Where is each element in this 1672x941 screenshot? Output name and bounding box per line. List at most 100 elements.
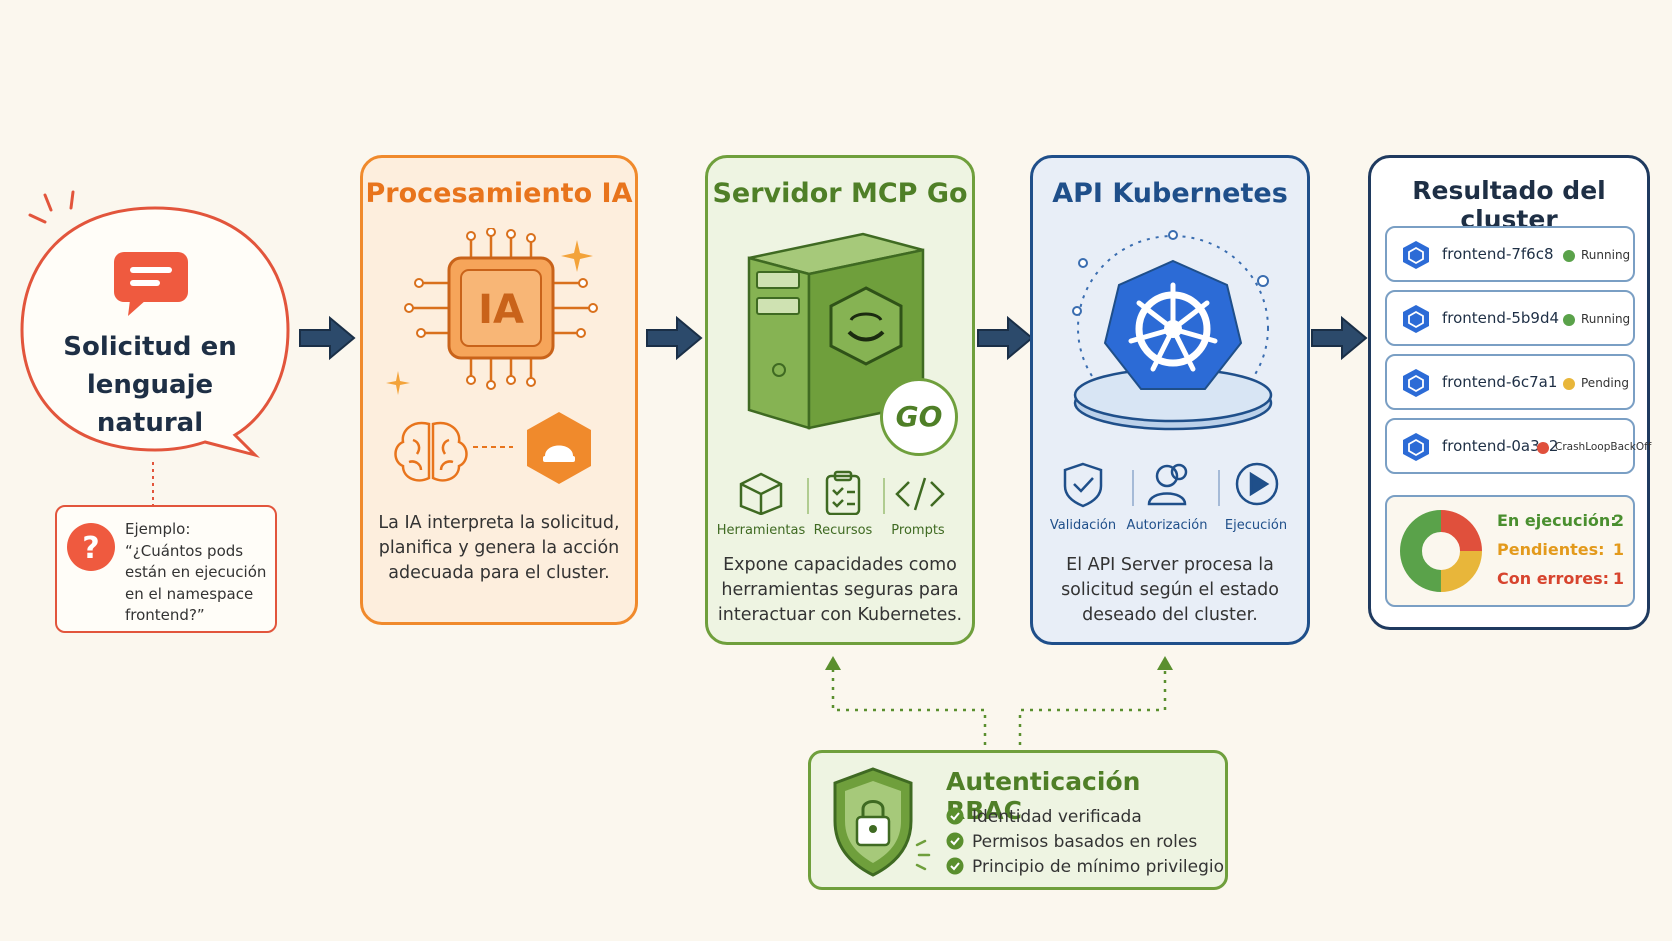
rbac-item-label: Permisos basados en roles — [972, 832, 1198, 852]
sparkle-icon — [561, 240, 593, 272]
rbac-item-label: Identidad verificada — [972, 807, 1142, 827]
pod-name: frontend-7f6c8 — [1442, 245, 1554, 263]
check-circle-icon — [946, 807, 964, 825]
pod-status-dot — [1563, 250, 1575, 262]
dashed-connector — [152, 462, 154, 510]
shield-lock-icon — [833, 767, 931, 877]
check-circle-icon — [946, 832, 964, 850]
request-title-line1: Solicitud en — [63, 332, 237, 362]
pod-name: frontend-6c7a1 — [1442, 373, 1558, 391]
status-donut-chart — [1400, 510, 1482, 592]
k8s-title: API Kubernetes — [1052, 178, 1288, 209]
pod-name: frontend-0a3e2 — [1442, 437, 1559, 455]
pod-status: Running — [1581, 312, 1631, 326]
example-line: “¿Cuántos pods — [125, 541, 244, 560]
arrow-right-icon — [299, 315, 356, 361]
summary-label: Pendientes: — [1497, 540, 1605, 559]
svg-text:?: ? — [82, 531, 99, 566]
pod-row: frontend-6c7a1 Pending — [1385, 354, 1635, 410]
pod-row: frontend-7f6c8 Running — [1385, 226, 1635, 282]
ai-chip-icon: IA — [404, 228, 598, 390]
example-line: están en ejecución — [125, 563, 267, 581]
sparkle-icon — [386, 371, 410, 395]
chip-label: IA — [478, 287, 524, 333]
example-label: Ejemplo: — [125, 520, 191, 538]
summary-row: Pendientes: 1 — [1497, 540, 1632, 559]
speech-bubble — [20, 206, 290, 458]
summary-label: Con errores: — [1497, 569, 1609, 588]
server-tower-icon — [747, 232, 925, 430]
mcp-feature-icons — [739, 470, 945, 515]
brain-icon — [394, 421, 468, 482]
rbac-item-label: Principio de mínimo privilegio — [972, 857, 1225, 877]
pod-cube-icon — [1403, 305, 1429, 333]
shield-check-icon — [1063, 462, 1103, 508]
mcp-server-card: Servidor MCP Go GO Herramientas Recursos… — [705, 155, 975, 645]
k8s-feature-icons — [1063, 462, 1279, 508]
arrow-right-icon — [977, 315, 1034, 361]
pod-status: Running — [1581, 248, 1631, 262]
example-box: ? Ejemplo: “¿Cuántos pods están en ejecu… — [55, 505, 277, 633]
ai-title: Procesamiento IA — [365, 178, 633, 209]
pod-cube-icon — [1403, 241, 1429, 269]
pod-status: CrashLoopBackOff — [1555, 441, 1652, 453]
k8s-api-card: API Kubernetes Validación A — [1030, 155, 1310, 645]
summary-row: Con errores:1 — [1497, 569, 1632, 588]
summary-value: 1 — [1612, 569, 1624, 588]
feature-label-tools: Herramientas — [716, 523, 806, 538]
feature-label-prompts: Prompts — [891, 523, 945, 538]
mcp-title: Servidor MCP Go — [712, 178, 968, 209]
pod-cube-icon — [1403, 369, 1429, 397]
dashed-link — [473, 446, 513, 448]
desc-line: herramientas seguras para — [721, 580, 959, 600]
feature-label-execution: Ejecución — [1224, 518, 1288, 533]
desc-line: El API Server procesa la — [1066, 555, 1274, 575]
summary-label: En ejecución: — [1497, 511, 1617, 530]
ai-description: La IA interpreta la solicitud, planifica… — [363, 511, 635, 586]
rbac-item: Permisos basados en roles — [946, 832, 1197, 852]
feature-label-authorization: Autorización — [1126, 518, 1208, 533]
ai-processing-card: Procesamiento IA IA — [360, 155, 638, 625]
desc-line: La IA interpreta la solicitud, — [378, 513, 620, 533]
desc-line: Expone capacidades como — [723, 555, 957, 575]
users-icon — [1155, 464, 1179, 488]
rbac-item: Identidad verificada — [946, 807, 1142, 827]
desc-line: adecuada para el cluster. — [388, 563, 610, 583]
go-badge: GO — [880, 378, 958, 456]
example-line: en el namespace — [125, 584, 254, 603]
pod-status: Pending — [1581, 376, 1629, 390]
request-title-line2: lenguaje natural — [86, 370, 214, 438]
rbac-item: Principio de mínimo privilegio — [946, 857, 1224, 877]
desc-line: deseado del cluster. — [1082, 605, 1258, 625]
example-line: frontend?” — [125, 606, 205, 624]
summary-value: 2 — [1612, 511, 1624, 530]
pod-status-dot — [1563, 378, 1575, 390]
rbac-connectors — [825, 656, 1173, 745]
clipboard-icon — [825, 474, 861, 515]
emphasis-lines-icon — [28, 190, 75, 224]
k8s-description: El API Server procesa la solicitud según… — [1033, 553, 1307, 628]
go-badge-text: GO — [895, 400, 943, 433]
desc-line: interactuar con Kubernetes. — [717, 605, 963, 625]
feature-label-validation: Validación — [1049, 518, 1117, 533]
kubernetes-icon — [1072, 230, 1273, 431]
play-icon — [1235, 462, 1279, 506]
pod-status-dot — [1563, 314, 1575, 326]
chat-icon — [114, 252, 188, 316]
pod-status-dot — [1537, 442, 1549, 454]
mcp-description: Expone capacidades como herramientas seg… — [708, 553, 972, 628]
desc-line: planifica y genera la acción — [378, 538, 620, 558]
summary-value: 1 — [1612, 540, 1624, 559]
pod-cube-icon — [1403, 433, 1429, 461]
arrow-right-icon — [646, 315, 703, 361]
hex-service-icon — [527, 412, 591, 484]
question-icon: ? — [67, 523, 115, 571]
summary-row: En ejecución:2 — [1497, 511, 1632, 530]
arrow-right-icon — [1311, 315, 1368, 361]
